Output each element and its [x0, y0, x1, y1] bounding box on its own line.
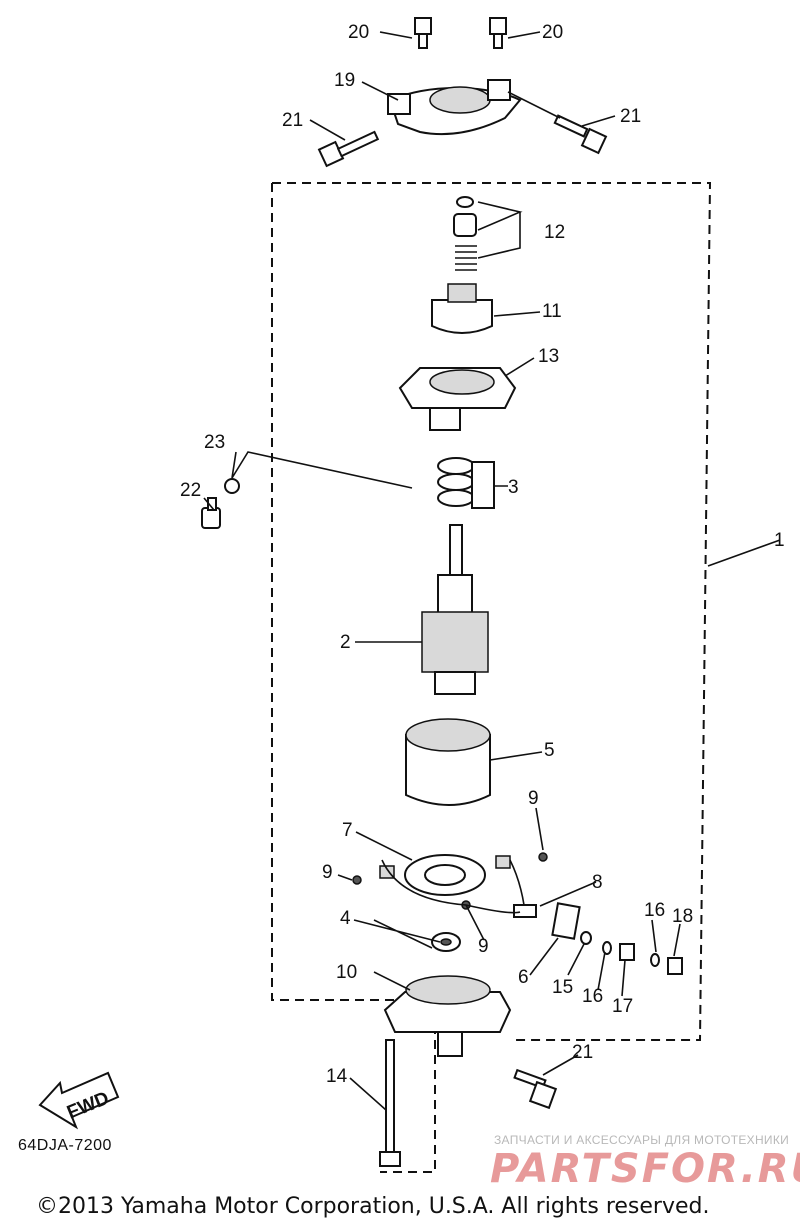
callout-15: 15: [552, 977, 573, 998]
callout-11: 11: [542, 301, 562, 322]
callout-20-a: 20: [348, 22, 369, 43]
callout-8: 8: [592, 872, 603, 893]
callout-21-b: 21: [620, 106, 641, 127]
callout-16-b: 16: [644, 900, 665, 921]
fwd-arrow-icon: FWD: [38, 1071, 120, 1130]
part-8-bolt: [513, 904, 537, 918]
part-21-bolt-right: [553, 114, 608, 155]
callout-12: 12: [544, 222, 565, 243]
callout-2: 2: [340, 632, 351, 653]
part-4-bush: [431, 932, 461, 952]
callout-17: 17: [612, 996, 633, 1017]
part-11-pinion: [431, 283, 493, 334]
watermark-text: ЗАПЧАСТИ И АКСЕССУАРЫ ДЛЯ МОТОТЕХНИКИ: [494, 1133, 790, 1147]
part-20-bolt-right: [489, 17, 507, 49]
part-20-bolt-left: [414, 17, 432, 49]
part-21-bolt-left: [317, 130, 380, 168]
part-9-screw-b: [352, 875, 362, 885]
callout-1: 1: [774, 530, 785, 551]
leader-lines: [203, 31, 781, 1111]
part-7-brush-holder: [379, 854, 511, 896]
callout-9-c: 9: [478, 936, 489, 957]
part-9-screw-a: [538, 852, 548, 862]
part-13-front-bracket: [398, 367, 517, 431]
callout-9-a: 9: [528, 788, 539, 809]
part-10-rear-bracket: [383, 975, 512, 1057]
diagram-code: 64DJA-7200: [18, 1137, 112, 1154]
part-16-washer-b: [650, 953, 660, 967]
callout-18: 18: [672, 906, 693, 927]
part-3-brush-set: [437, 457, 495, 509]
part-2-armature: [421, 524, 489, 695]
callout-3: 3: [508, 477, 519, 498]
callout-13: 13: [538, 346, 559, 367]
callout-10: 10: [336, 962, 357, 983]
callout-16-a: 16: [582, 986, 603, 1007]
callout-4: 4: [340, 908, 351, 929]
callout-22: 22: [180, 480, 201, 501]
part-23-washer: [224, 478, 240, 494]
part-18-nut: [667, 957, 683, 975]
part-5-yoke: [405, 718, 491, 806]
part-16-washer-a: [602, 941, 612, 955]
copyright-notice: ©2013 Yamaha Motor Corporation, U.S.A. A…: [36, 1194, 710, 1219]
part-21-bolt-lower: [513, 1068, 558, 1110]
part-12-spring-set: [453, 196, 477, 271]
callout-19: 19: [334, 70, 355, 91]
callout-21-a: 21: [282, 110, 303, 131]
callout-14: 14: [326, 1066, 348, 1087]
part-6-terminal: [551, 902, 581, 940]
callout-20-b: 20: [542, 22, 563, 43]
callout-21-c: 21: [572, 1042, 593, 1063]
callout-6: 6: [518, 967, 529, 988]
part-14-through-bolt: [379, 1039, 401, 1167]
part-15-washer: [580, 931, 592, 945]
part-17-nut: [619, 943, 635, 961]
part-22-bolt: [201, 497, 221, 529]
part-19-cover: [387, 79, 522, 136]
callout-7: 7: [342, 820, 353, 841]
watermark-logo: PARTSFOR.RU: [490, 1146, 800, 1192]
callout-23: 23: [204, 432, 225, 453]
callout-5: 5: [544, 740, 555, 761]
callout-9-b: 9: [322, 862, 333, 883]
